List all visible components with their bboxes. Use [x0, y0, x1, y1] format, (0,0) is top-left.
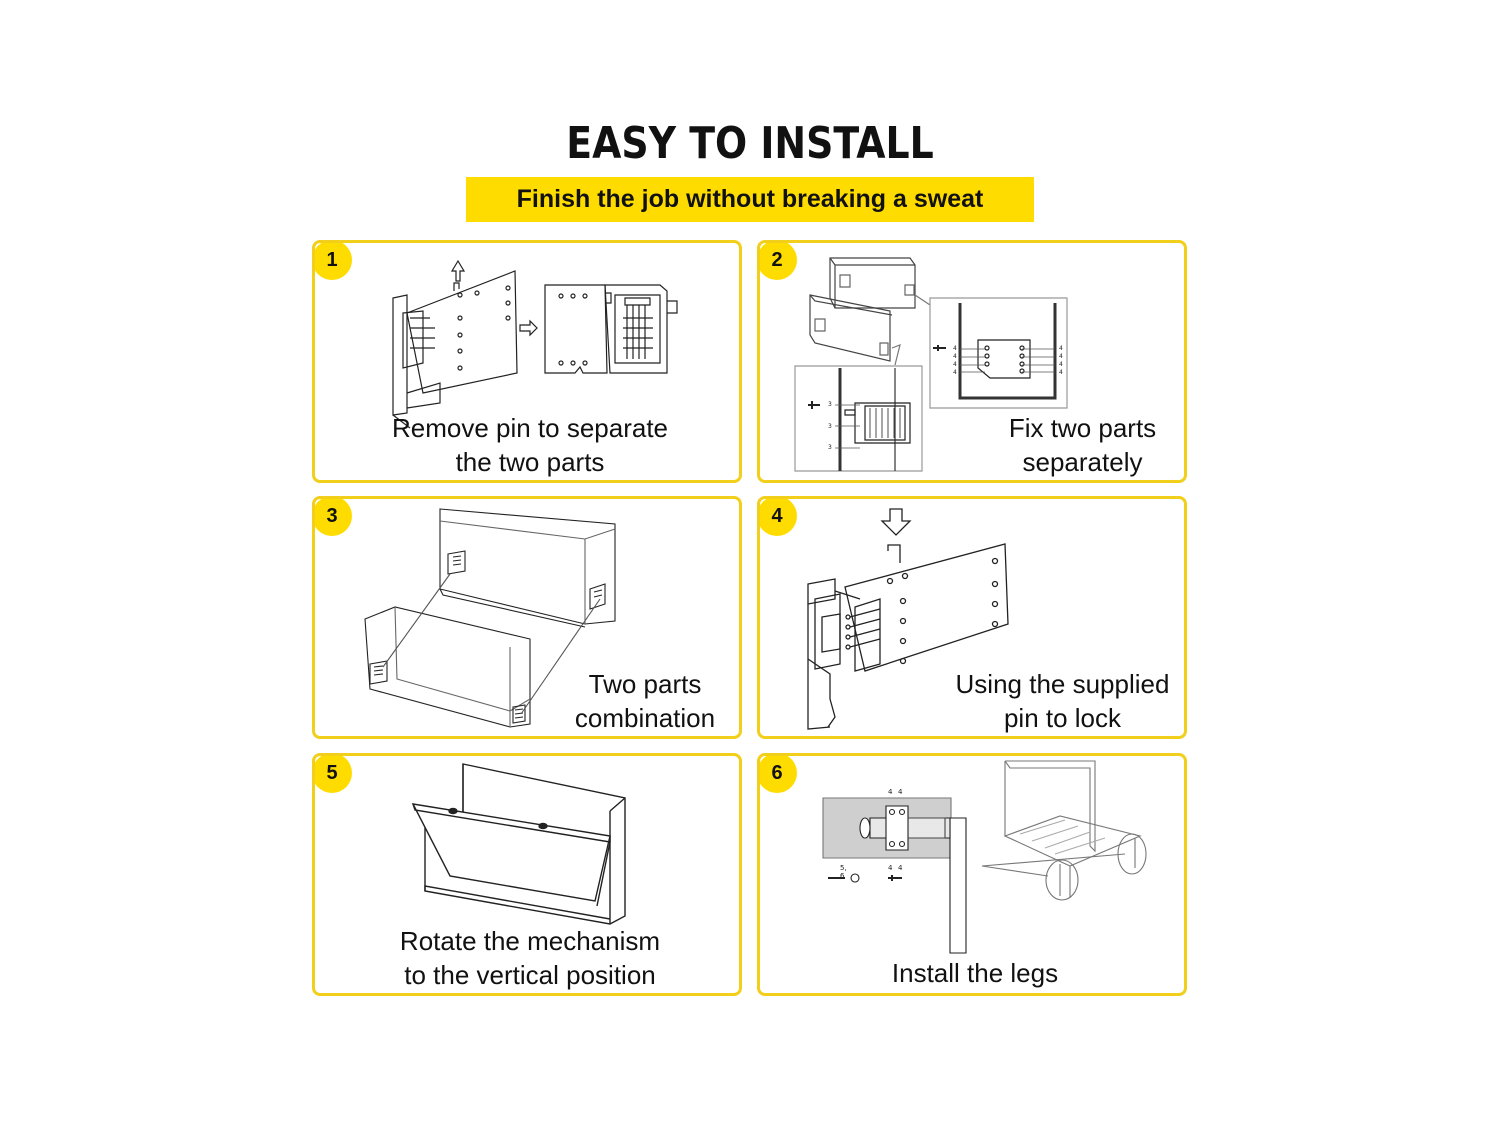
step-caption: Rotate the mechanism to the vertical pos… — [399, 926, 661, 990]
step-number-badge: 3 — [315, 499, 352, 536]
step-caption: Install the legs — [891, 958, 1059, 988]
step-number-badge: 6 — [760, 756, 797, 793]
step-panel-4: 4 Using the supplied pin to lock — [757, 496, 1187, 739]
subtitle-banner: Finish the job without breaking a sweat — [466, 177, 1034, 222]
fix-parts-illustration — [760, 243, 1187, 483]
step-panel-2: 2 4 4 4 4 4 — [757, 240, 1187, 483]
install-legs-illustration — [760, 756, 1187, 996]
subtitle-text: Finish the job without breaking a sweat — [516, 185, 984, 213]
step-panel-6: 6 4 4 5, 6 4 4 Install the legs — [757, 753, 1187, 996]
step-number-badge: 5 — [315, 756, 352, 793]
step-number-badge: 2 — [760, 243, 797, 280]
step-number-badge: 1 — [315, 243, 352, 280]
step-caption: Fix two parts separately — [1008, 413, 1157, 477]
remove-pin-illustration — [315, 243, 742, 483]
combination-illustration — [315, 499, 742, 739]
step-caption: Two parts combination — [574, 669, 716, 733]
step-panel-5: 5 Rotate the mechanism to the vertical p… — [312, 753, 742, 996]
step-panel-3: 3 Two parts combination — [312, 496, 742, 739]
step-number-badge: 4 — [760, 499, 797, 536]
step-caption: Using the supplied pin to lock — [955, 669, 1170, 733]
step-caption: Remove pin to separate the two parts — [391, 413, 669, 477]
rotate-mechanism-illustration — [315, 756, 742, 996]
page-title: EASY TO INSTALL — [566, 118, 934, 169]
pin-lock-illustration — [760, 499, 1187, 739]
step-panel-1: 1 Remove pin to separate the two parts — [312, 240, 742, 483]
